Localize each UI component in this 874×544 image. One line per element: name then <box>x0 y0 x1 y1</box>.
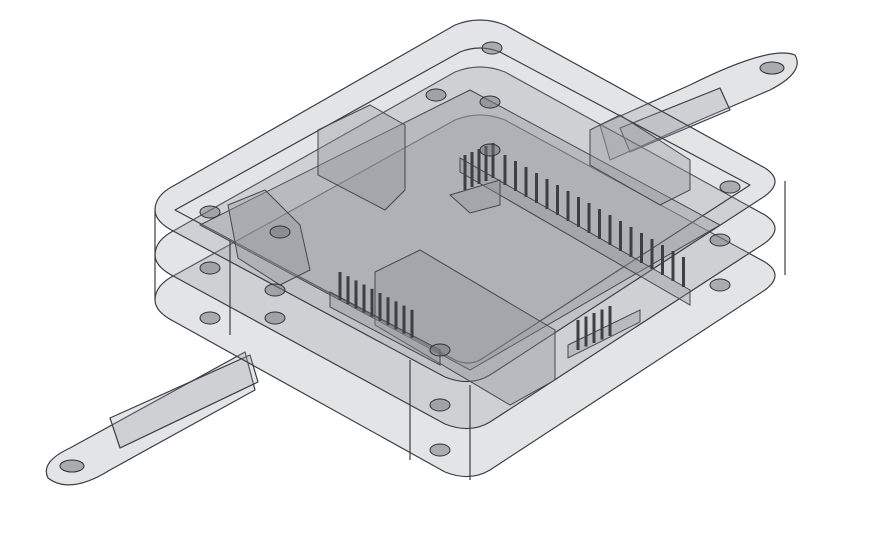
screw-hole-icon <box>425 88 447 102</box>
screw-hole-icon <box>199 311 221 325</box>
screw-hole-icon <box>264 283 286 297</box>
screw-hole-icon <box>269 225 291 239</box>
screw-hole-icon <box>709 233 731 247</box>
enclosure-middle-layer <box>154 66 776 430</box>
mount-hole-icon <box>59 459 85 473</box>
screw-hole-icon <box>429 343 451 357</box>
mount-hole-icon <box>759 61 785 75</box>
usb-connector <box>317 104 406 211</box>
enclosure-lid <box>154 19 786 480</box>
header-pins <box>338 143 685 350</box>
screw-hole-icon <box>429 443 451 457</box>
screw-hole-icon <box>199 205 221 219</box>
screw-hole-icon <box>709 278 731 292</box>
left-mounting-arm <box>45 351 259 486</box>
screw-hole-icon <box>479 143 501 157</box>
screw-hole-icon <box>481 41 503 55</box>
header-strip-top <box>459 157 691 306</box>
screw-hole-icon <box>199 261 221 275</box>
pcb-components <box>198 89 722 406</box>
enclosure-bottom-layer <box>154 114 776 478</box>
screw-hole-icon <box>479 95 501 109</box>
barrel-connector <box>227 189 311 286</box>
screw-hole-icon <box>719 180 741 194</box>
screw-hole-icon <box>264 311 286 325</box>
screw-bosses <box>199 41 741 457</box>
power-jack <box>374 249 556 406</box>
screw-hole-icon <box>429 398 451 412</box>
